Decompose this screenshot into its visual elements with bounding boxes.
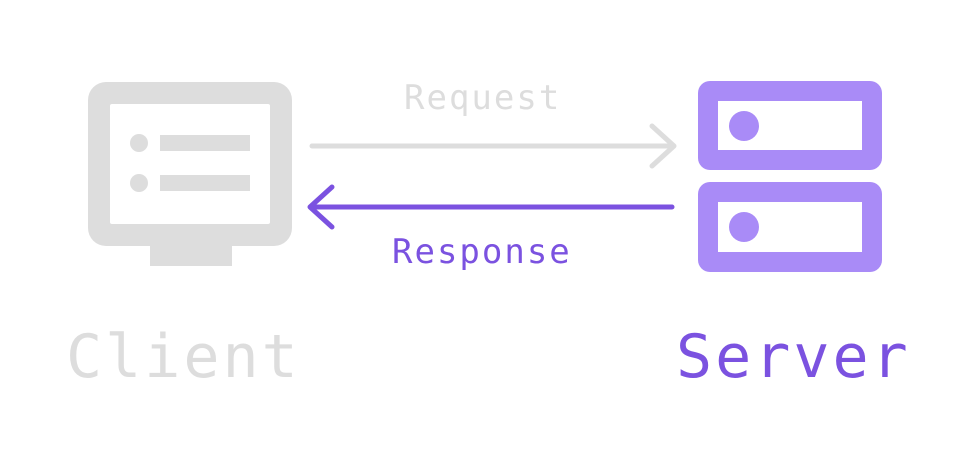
- server-label: Server: [676, 322, 911, 392]
- client-label: Client: [66, 322, 301, 392]
- client-monitor-icon: [88, 82, 292, 266]
- response-arrow: [307, 184, 675, 230]
- response-label: Response: [392, 232, 572, 272]
- request-label: Request: [404, 78, 562, 118]
- server-rack-icon: [698, 81, 882, 272]
- request-arrow: [309, 123, 677, 169]
